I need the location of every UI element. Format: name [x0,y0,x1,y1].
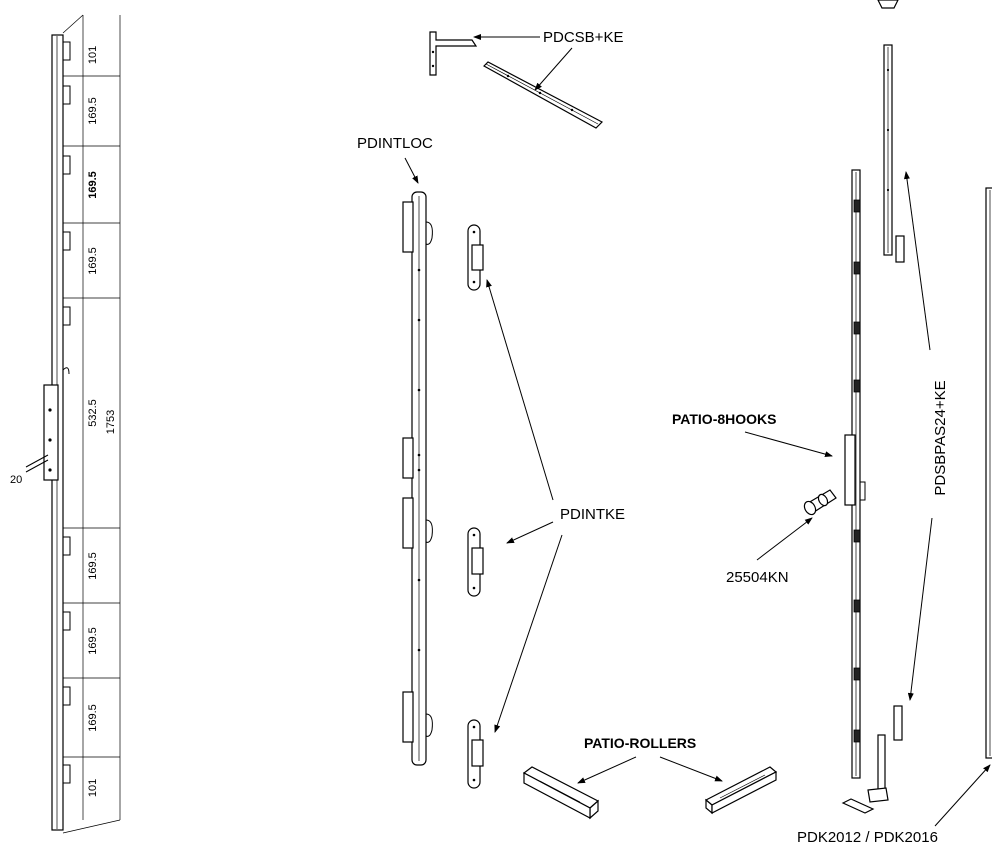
roller-left [522,766,600,820]
label-pdintke: PDINTKE [560,506,625,523]
top-clip [877,0,899,9]
dim-segment-8: 169.5 [87,704,99,732]
label-patio-8hooks: PATIO-8HOOKS [672,411,777,427]
label-pdk: PDK2012 / PDK2016 [797,829,938,846]
right-hooks [853,199,861,743]
dim-segment-5: 532.5 [87,399,99,427]
pdintke-keeps: PDINTKE [467,224,625,789]
dim-segment-7: 169.5 [87,627,99,655]
upper-keep [895,235,905,263]
label-25504kn: 25504KN [726,569,789,586]
label-pdcsb-ke: PDCSB+KE [543,29,623,46]
lower-keep [893,705,903,741]
label-pdsbpas24-ke: PDSBPAS24+KE [932,380,949,495]
lower-extension [877,734,886,791]
dim-segment-2: 169.5 [87,97,99,125]
dim-segment-1: 101 [87,46,99,64]
locking-hooks [402,201,433,743]
bottom-keep [841,798,875,814]
dimensioned-lock-strip: 101 169.5 169.5 169.5 532.5 169.5 169.5 … [10,14,121,834]
patio-rollers: PATIO-ROLLERS [522,735,778,820]
pdk-parts: PDK2012 / PDK2016 [797,187,992,846]
roller-right [704,766,778,815]
dim-total: 1753 [105,410,117,434]
gearbox-body [43,384,59,481]
keep-middle [467,527,484,597]
dimension-ticks [63,75,120,758]
strip-hooks [63,41,71,784]
cylinder-25504kn: 25504KN [726,489,837,586]
right-gearbox [844,434,856,506]
spindle [25,454,49,473]
pdintloc-bar: PDINTLOC [357,135,433,766]
dim-segment-6: 169.5 [87,552,99,580]
patio-8hooks-strip: PATIO-8HOOKS [672,169,866,779]
keep-bottom [467,719,484,789]
pdsbpas24-ke-parts: PDSBPAS24+KE [867,0,949,803]
dim-segment-3: 169.5 [87,171,99,199]
dim-offset: 20 [10,474,22,486]
pdcsb-ke-parts: PDCSB+KE [429,29,623,129]
strike-bar [483,61,604,129]
label-pdintloc: PDINTLOC [357,135,433,152]
frame-profile [985,187,992,759]
keep-top [467,224,484,291]
dim-segment-9: 101 [87,779,99,797]
corner-bracket [429,31,478,76]
dim-segment-4: 169.5 [87,247,99,275]
label-patio-rollers: PATIO-ROLLERS [584,735,696,751]
